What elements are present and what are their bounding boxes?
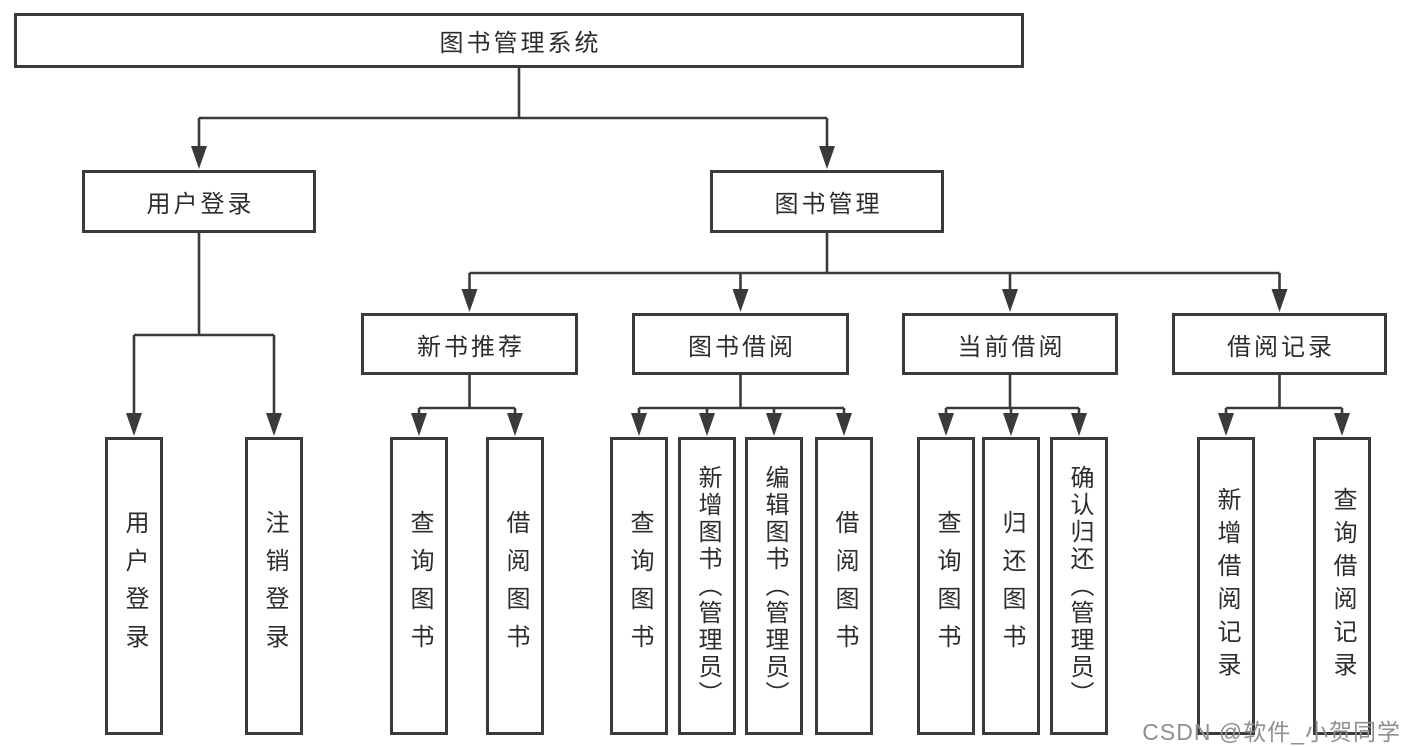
leaf-borrow-books-recommend: 借阅图书	[486, 437, 544, 735]
node-library-system: 图书管理系统	[14, 13, 1024, 68]
leaf-query-books-recommend: 查询图书	[390, 437, 448, 735]
leaf-label: 用户登录	[121, 510, 148, 662]
node-label: 新书推荐	[417, 333, 525, 361]
node-label: 图书管理系统	[439, 30, 602, 57]
node-label: 借阅记录	[1227, 333, 1335, 361]
node-label: 当前借阅	[957, 333, 1066, 361]
leaf-label: 借阅图书	[502, 510, 529, 662]
leaf-query-books-borrow: 查询图书	[610, 437, 668, 735]
leaf-label: 编辑图书（管理员）	[761, 464, 788, 708]
leaf-logout: 注销登录	[245, 437, 303, 735]
node-book-management: 图书管理	[710, 170, 944, 233]
leaf-label: 查询借阅记录	[1329, 487, 1356, 685]
leaf-add-books-admin: 新增图书（管理员）	[678, 437, 736, 735]
leaf-add-borrow-record: 新增借阅记录	[1197, 437, 1255, 735]
node-label: 用户登录	[146, 191, 255, 218]
leaf-label: 新增借阅记录	[1213, 487, 1240, 685]
node-label: 图书借阅	[688, 333, 796, 361]
leaf-edit-books-admin: 编辑图书（管理员）	[745, 437, 803, 735]
leaf-label: 借阅图书	[831, 510, 858, 662]
leaf-label: 归还图书	[998, 510, 1025, 662]
leaf-return-books: 归还图书	[982, 437, 1040, 735]
leaf-label: 查询图书	[933, 510, 960, 662]
leaf-confirm-return-admin: 确认归还（管理员）	[1050, 437, 1108, 735]
leaf-label: 新增图书（管理员）	[694, 464, 721, 708]
leaf-label: 查询图书	[626, 510, 653, 662]
leaf-query-borrow-record: 查询借阅记录	[1313, 437, 1371, 735]
leaf-query-books-current: 查询图书	[917, 437, 975, 735]
node-current-borrow: 当前借阅	[902, 313, 1118, 375]
node-borrow-records: 借阅记录	[1172, 313, 1387, 375]
leaf-borrow-books: 借阅图书	[815, 437, 873, 735]
leaf-user-login: 用户登录	[105, 437, 163, 735]
node-user-login: 用户登录	[82, 170, 316, 233]
leaf-label: 查询图书	[406, 510, 433, 662]
node-new-book-recommend: 新书推荐	[361, 313, 578, 375]
node-book-borrow: 图书借阅	[632, 313, 849, 375]
leaf-label: 确认归还（管理员）	[1066, 464, 1093, 708]
arrowhead-icons	[126, 146, 1350, 436]
csdn-watermark: CSDN @软件_小贺同学	[1142, 719, 1401, 745]
leaf-label: 注销登录	[261, 510, 288, 662]
node-label: 图书管理	[774, 191, 883, 218]
